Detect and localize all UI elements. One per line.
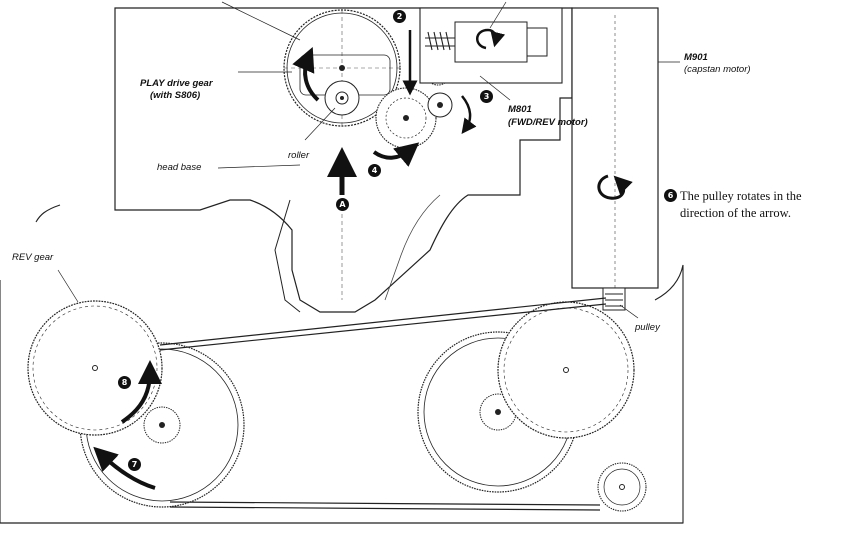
step3-badge: 3 xyxy=(480,90,493,103)
rev-gear xyxy=(27,300,163,436)
step7-badge: 7 xyxy=(128,458,141,471)
play-gear-label-1: PLAY drive gear xyxy=(140,78,213,89)
leader-m801 xyxy=(479,75,511,101)
m901-label-2: (capstan motor) xyxy=(684,64,751,75)
intermediate-gear-small xyxy=(427,92,453,118)
leader-head-base xyxy=(217,164,301,169)
play-gear-label-2: (with S806) xyxy=(150,90,201,101)
pulley-label: pulley xyxy=(635,322,660,333)
capstan-rotation-arrow xyxy=(597,174,633,200)
step2-badge: 2 xyxy=(393,10,406,23)
step3-arrow xyxy=(461,95,477,135)
roller xyxy=(324,80,360,116)
play-gear-arrow xyxy=(292,46,320,102)
drive-belt xyxy=(159,297,607,511)
fwd-gear xyxy=(497,301,635,439)
pulley-note-line2: direction of the arrow. xyxy=(680,206,791,220)
intermediate-gear-large xyxy=(375,87,437,149)
head-base-plate xyxy=(114,7,573,313)
roller-label: roller xyxy=(288,150,310,161)
m801-label-2: (FWD/REV motor) xyxy=(508,117,588,128)
fwd-rev-motor xyxy=(419,7,563,84)
m901-label-1: M901 xyxy=(684,52,708,63)
leader-top-right xyxy=(489,1,507,29)
lower-chassis xyxy=(0,204,684,524)
step6-badge: 6 xyxy=(664,189,677,202)
leader-rev-gear xyxy=(57,269,79,303)
pulley-note-line1: The pulley rotates in the xyxy=(680,189,802,203)
step4-arrow xyxy=(372,142,420,167)
head-base-label: head base xyxy=(157,162,202,173)
leader-top-left xyxy=(221,1,301,41)
leader-pulley xyxy=(619,304,639,319)
plate-cutout xyxy=(274,199,301,313)
tension-idler xyxy=(597,462,647,512)
point-a-badge: A xyxy=(336,198,349,211)
step4-badge: 4 xyxy=(368,164,381,177)
step7-arrow xyxy=(93,446,156,490)
rev-gear-label: REV gear xyxy=(12,252,54,263)
capstan-pulley xyxy=(602,287,626,311)
leader-roller xyxy=(304,107,336,141)
plate-edge-right xyxy=(384,194,441,301)
m801-label-1: M801 xyxy=(508,104,532,115)
motor-rotation-arrow xyxy=(476,28,506,50)
step8-arrow xyxy=(120,360,162,424)
step8-badge: 8 xyxy=(118,376,131,389)
